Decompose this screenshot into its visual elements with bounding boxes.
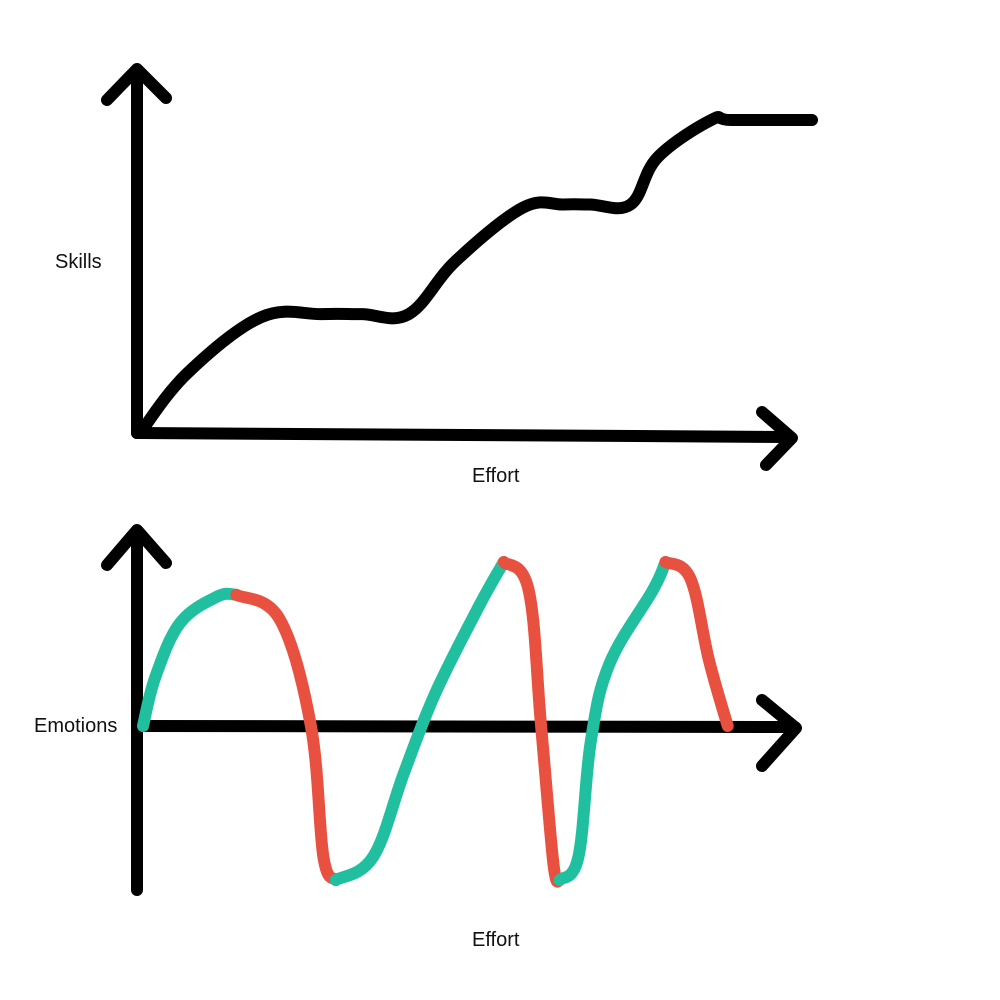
emotions-segment-rising-0 [137,587,243,732]
skills-y-axis-arrowhead [101,63,172,106]
skills-line-0 [134,111,818,439]
emotions-segment-rising-2 [329,556,510,886]
emotions-x-axis [131,720,801,733]
emotions-segment-falling-3 [497,556,566,888]
emotions-segment-falling-1 [230,588,342,886]
emotions-x-axis-arrowhead [756,694,802,772]
skills-x-label: Effort [472,465,520,487]
emotions-x-label: Effort [472,929,520,951]
emotions-series [137,556,734,888]
skills-chart: Skills Effort [55,63,818,487]
skills-x-axis [131,427,796,443]
emotions-segment-rising-4 [553,556,672,886]
emotions-chart: Emotions Effort [34,524,802,951]
emotions-segment-falling-5 [659,556,734,732]
skills-series [134,111,818,439]
emotions-y-label: Emotions [34,715,117,737]
emotions-y-axis-arrowhead [101,524,172,571]
emotions-chart-axes [101,524,802,896]
skills-x-axis-arrowhead [756,406,798,471]
skills-chart-axes [101,63,798,471]
skills-y-label: Skills [55,251,102,273]
